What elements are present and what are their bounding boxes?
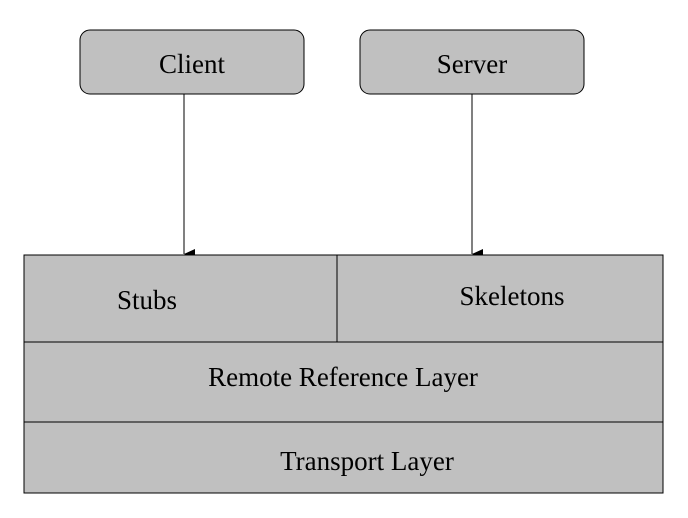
skeletons-node: Skeletons <box>336 254 664 343</box>
server-label: Server <box>437 49 507 79</box>
stubs-box <box>23 254 338 343</box>
stubs-node: Stubs <box>23 254 338 343</box>
stubs-label: Stubs <box>117 285 177 315</box>
skeletons-label: Skeletons <box>460 281 565 311</box>
client-box <box>79 29 305 95</box>
client-node: Client <box>79 29 305 95</box>
transport-layer-box <box>23 421 664 494</box>
remote-reference-layer-box <box>23 341 664 423</box>
skeletons-box <box>336 254 664 343</box>
client-label: Client <box>159 49 225 79</box>
transport-layer-label: Transport Layer <box>280 446 454 476</box>
remote-reference-layer-label: Remote Reference Layer <box>208 362 478 392</box>
remote-reference-layer-node: Remote Reference Layer <box>23 341 664 423</box>
transport-layer-node: Transport Layer <box>23 421 664 494</box>
server-node: Server <box>359 29 585 95</box>
